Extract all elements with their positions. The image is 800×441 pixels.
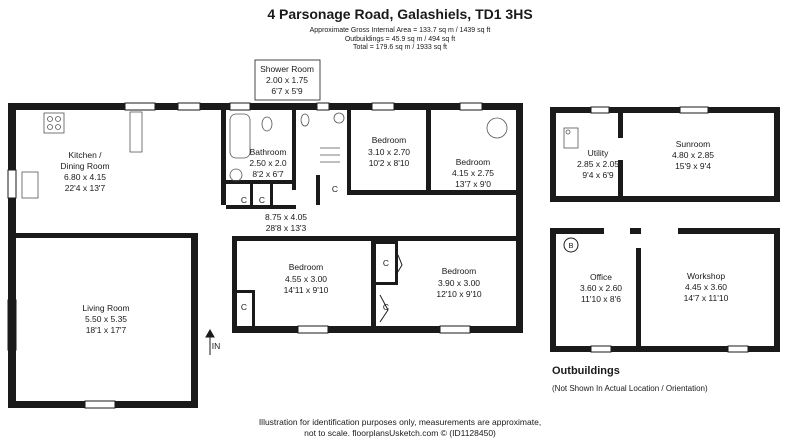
utility-metric: 2.85 x 2.05 (577, 159, 619, 169)
workshop-name: Workshop (687, 271, 725, 281)
bedroom-bottom-right-imperial: 12'10 x 9'10 (436, 289, 482, 299)
cupboard-label: C (259, 195, 265, 205)
cupboard-label: C (241, 195, 247, 205)
bedroom-top-right-name: Bedroom (456, 157, 491, 167)
hall-metric: 8.75 x 4.05 (265, 212, 307, 222)
shower-room-name: Shower Room (260, 64, 314, 74)
bathroom-imperial: 8'2 x 6'7 (252, 169, 283, 179)
kitchen-name-1: Kitchen / (68, 150, 102, 160)
utility-name: Utility (588, 148, 610, 158)
office-metric: 3.60 x 2.60 (580, 283, 622, 293)
plan-title: 4 Parsonage Road, Galashiels, TD1 3HS (267, 6, 533, 22)
sunroom-metric: 4.80 x 2.85 (672, 150, 714, 160)
area-line-total: Total = 179.6 sq m / 1933 sq ft (353, 44, 447, 52)
workshop-imperial: 14'7 x 11'10 (684, 293, 729, 303)
bedroom-bottom-right-name: Bedroom (442, 266, 477, 276)
shower-room-label-box (254, 59, 321, 101)
bedroom-top-right-imperial: 13'7 x 9'0 (455, 179, 491, 189)
bedroom-bottom-left-metric: 4.55 x 3.00 (285, 274, 327, 284)
office-imperial: 11'10 x 8'6 (581, 294, 621, 304)
disclaimer-line-2: not to scale. floorplansUsketch.com © (I… (304, 428, 496, 438)
kitchen-name-2: Dining Room (60, 161, 109, 171)
outbuilding-windows (590, 106, 749, 353)
boiler-label: B (568, 241, 573, 250)
sunroom-name: Sunroom (676, 139, 711, 149)
disclaimer: Illustration for identification purposes… (200, 417, 600, 439)
kitchen-metric: 6.80 x 4.15 (64, 172, 106, 182)
living-room-imperial: 18'1 x 17'7 (86, 325, 127, 335)
cupboard-label: C (383, 302, 389, 312)
bedroom-bottom-left-name: Bedroom (289, 262, 324, 272)
outbuildings-note: (Not Shown In Actual Location / Orientat… (552, 384, 708, 393)
outbuilding-walls (550, 107, 780, 352)
bathroom-name: Bathroom (250, 147, 287, 157)
hall-imperial: 28'8 x 13'3 (266, 223, 307, 233)
office-name: Office (590, 272, 612, 282)
disclaimer-line-1: Illustration for identification purposes… (258, 417, 542, 427)
living-room-metric: 5.50 x 5.35 (85, 314, 127, 324)
utility-sink (563, 127, 579, 149)
bedroom-top-center-name: Bedroom (372, 135, 407, 145)
bedroom-top-center-imperial: 10'2 x 8'10 (369, 158, 410, 168)
kitchen-imperial: 22'4 x 13'7 (65, 183, 106, 193)
shower-room-imperial: 6'7 x 5'9 (271, 86, 302, 96)
area-line-outbuildings: Outbuildings = 45.9 sq m / 494 sq ft (344, 35, 456, 43)
cupboard-label: C (383, 258, 389, 268)
door-markers (205, 254, 403, 355)
cupboard-label: C (241, 302, 247, 312)
room-labels: Shower Room 2.00 x 1.75 6'7 x 5'9 Kitche… (60, 59, 729, 351)
area-summary: Approximate Gross Internal Area = 133.7 … (0, 27, 800, 53)
shower-room-metric: 2.00 x 1.75 (266, 75, 308, 85)
cupboard-label: C (332, 184, 338, 194)
area-line-main: Approximate Gross Internal Area = 133.7 … (309, 27, 491, 34)
sunroom-imperial: 15'9 x 9'4 (675, 161, 711, 171)
outbuildings-heading: Outbuildings (552, 365, 620, 377)
workshop-metric: 4.45 x 3.60 (685, 282, 727, 292)
entrance-label: IN (212, 341, 221, 351)
bedroom-top-right-metric: 4.15 x 2.75 (452, 168, 494, 178)
bedroom-bottom-right-metric: 3.90 x 3.00 (438, 278, 480, 288)
house-windows (7, 102, 483, 409)
utility-imperial: 9'4 x 6'9 (582, 170, 613, 180)
bathroom-metric: 2.50 x 2.0 (249, 158, 287, 168)
bedroom-bottom-left-imperial: 14'11 x 9'10 (284, 285, 329, 295)
boiler-marker (563, 237, 579, 253)
bedroom-top-center-metric: 3.10 x 2.70 (368, 147, 410, 157)
kitchen-fixtures (21, 111, 508, 199)
living-room-name: Living Room (82, 303, 129, 313)
